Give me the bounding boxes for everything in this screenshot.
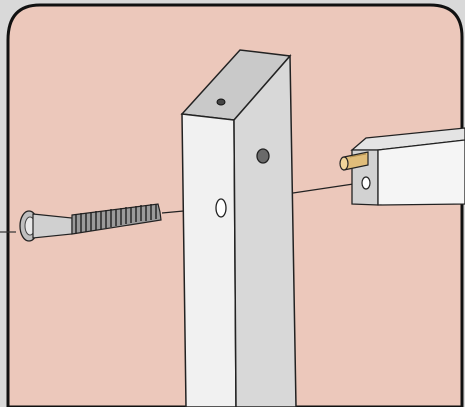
vertical-post bbox=[182, 50, 296, 407]
post-front-face bbox=[182, 114, 236, 407]
rail-end-hole bbox=[362, 177, 370, 189]
post-front-hole bbox=[216, 199, 226, 217]
post-side-hole bbox=[257, 149, 269, 163]
post-side-face bbox=[234, 56, 296, 407]
post-top-hole bbox=[217, 99, 225, 105]
rail-front-face bbox=[378, 140, 465, 205]
